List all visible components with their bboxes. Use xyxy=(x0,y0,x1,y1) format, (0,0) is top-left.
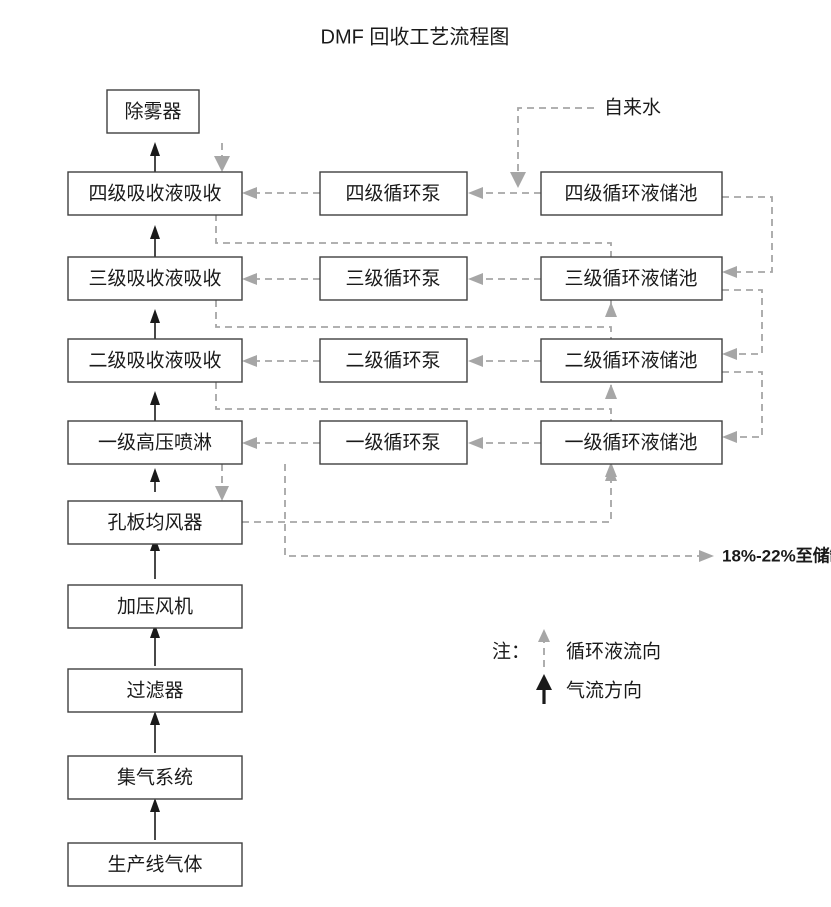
box-absorb2-label: 二级吸收液吸收 xyxy=(88,349,221,371)
box-plate[interactable]: 孔板均风器 xyxy=(67,500,243,545)
box-filter-label: 过滤器 xyxy=(126,679,183,701)
box-absorb4-label: 四级吸收液吸收 xyxy=(88,182,221,204)
box-pump2-label: 二级循环泵 xyxy=(345,349,440,371)
box-spray1-label: 一级高压喷淋 xyxy=(98,431,212,453)
box-source[interactable]: 生产线气体 xyxy=(67,842,243,887)
box-plate-label: 孔板均风器 xyxy=(107,511,202,533)
legend: 注： 循环液流向 气流方向 xyxy=(492,629,661,704)
box-pump1-label: 一级循环泵 xyxy=(345,431,440,453)
box-tank4[interactable]: 四级循环液储池 xyxy=(540,171,723,216)
box-demister[interactable]: 除雾器 xyxy=(106,89,200,134)
absorber4-top-inlet xyxy=(214,143,230,172)
box-pump2[interactable]: 二级循环泵 xyxy=(319,338,468,383)
legend-liquid-label: 循环液流向 xyxy=(566,640,661,662)
legend-gas-arrow-icon xyxy=(536,674,552,704)
box-tank3[interactable]: 三级循环液储池 xyxy=(540,256,723,301)
box-absorb2[interactable]: 二级吸收液吸收 xyxy=(67,338,243,383)
box-source-label: 生产线气体 xyxy=(107,853,202,875)
box-absorb3-label: 三级吸收液吸收 xyxy=(88,267,221,289)
box-pump4[interactable]: 四级循环泵 xyxy=(319,171,468,216)
box-collector-label: 集气系统 xyxy=(117,766,193,788)
fresh-water-line xyxy=(510,107,594,188)
box-spray1[interactable]: 一级高压喷淋 xyxy=(67,420,243,465)
box-tank1[interactable]: 一级循环液储池 xyxy=(540,420,723,465)
to-storage-label: 18%-22%至储罐 xyxy=(722,545,831,565)
box-demister-label: 除雾器 xyxy=(124,100,181,122)
liquid-supply-lines xyxy=(242,187,541,449)
box-blower[interactable]: 加压风机 xyxy=(67,584,243,629)
legend-prefix: 注： xyxy=(492,640,530,662)
box-tank2-label: 二级循环液储池 xyxy=(564,349,697,371)
box-tank2[interactable]: 二级循环液储池 xyxy=(540,338,723,383)
box-pump4-label: 四级循环泵 xyxy=(345,182,440,204)
legend-gas-label: 气流方向 xyxy=(566,679,642,701)
tank-cascade-lines xyxy=(722,196,773,443)
box-pump1[interactable]: 一级循环泵 xyxy=(319,420,468,465)
box-pump3-label: 三级循环泵 xyxy=(345,267,440,289)
box-absorb3[interactable]: 三级吸收液吸收 xyxy=(67,256,243,301)
page-title: DMF 回收工艺流程图 xyxy=(321,25,510,48)
box-collector[interactable]: 集气系统 xyxy=(67,755,243,800)
box-blower-label: 加压风机 xyxy=(117,595,193,617)
box-absorb4[interactable]: 四级吸收液吸收 xyxy=(67,171,243,216)
gas-flow-arrows xyxy=(150,142,160,840)
box-filter[interactable]: 过滤器 xyxy=(67,668,243,713)
box-pump3[interactable]: 三级循环泵 xyxy=(319,256,468,301)
box-tank3-label: 三级循环液储池 xyxy=(564,267,697,289)
box-tank1-label: 一级循环液储池 xyxy=(564,431,697,453)
box-tank4-label: 四级循环液储池 xyxy=(564,182,697,204)
fresh-water-label: 自来水 xyxy=(604,96,661,118)
legend-liquid-arrow-icon xyxy=(538,629,550,667)
